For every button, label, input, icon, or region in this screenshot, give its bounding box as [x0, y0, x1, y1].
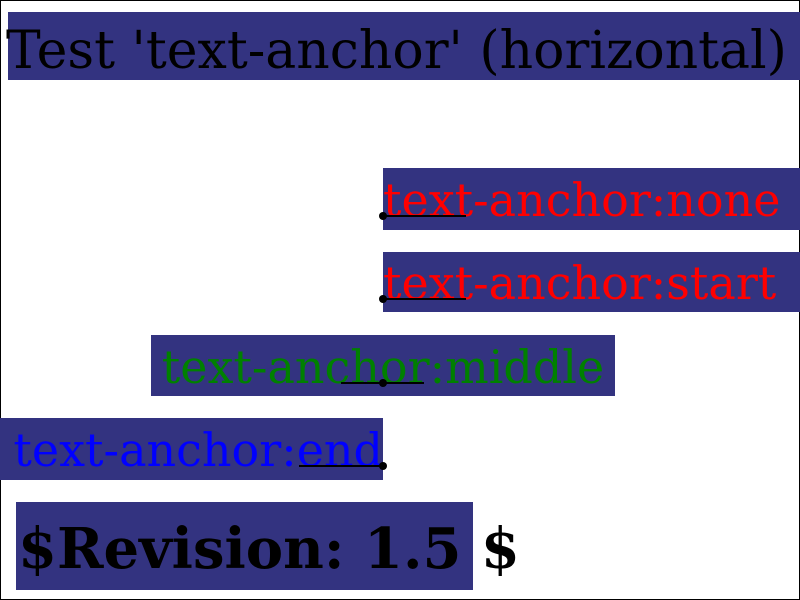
sample-end-anchor-dot	[379, 462, 387, 470]
sample-end: text-anchor:end	[0, 418, 387, 480]
sample-start-label: text-anchor:start	[383, 256, 777, 310]
title-group: Test 'text-anchor' (horizontal)	[6, 12, 800, 81]
sample-none-highlight	[383, 168, 800, 230]
revision-label: $Revision: 1.5 $	[18, 516, 520, 582]
sample-start-anchor-dot	[379, 295, 387, 303]
revision-group: $Revision: 1.5 $	[16, 502, 520, 590]
sample-middle-anchor-dot	[379, 379, 387, 387]
title-highlight	[8, 12, 800, 80]
sample-none-label: text-anchor:none	[383, 173, 780, 227]
sample-end-highlight	[0, 418, 383, 480]
sample-none: text-anchor:none	[379, 168, 800, 230]
revision-highlight	[16, 502, 473, 590]
sample-end-label: text-anchor:end	[13, 423, 383, 477]
sample-middle: text-anchor:middle	[151, 335, 615, 396]
sample-none-anchor-dot	[379, 212, 387, 220]
sample-start: text-anchor:start	[379, 252, 800, 312]
page-title: Test 'text-anchor' (horizontal)	[6, 21, 787, 81]
sample-start-highlight	[383, 252, 800, 312]
